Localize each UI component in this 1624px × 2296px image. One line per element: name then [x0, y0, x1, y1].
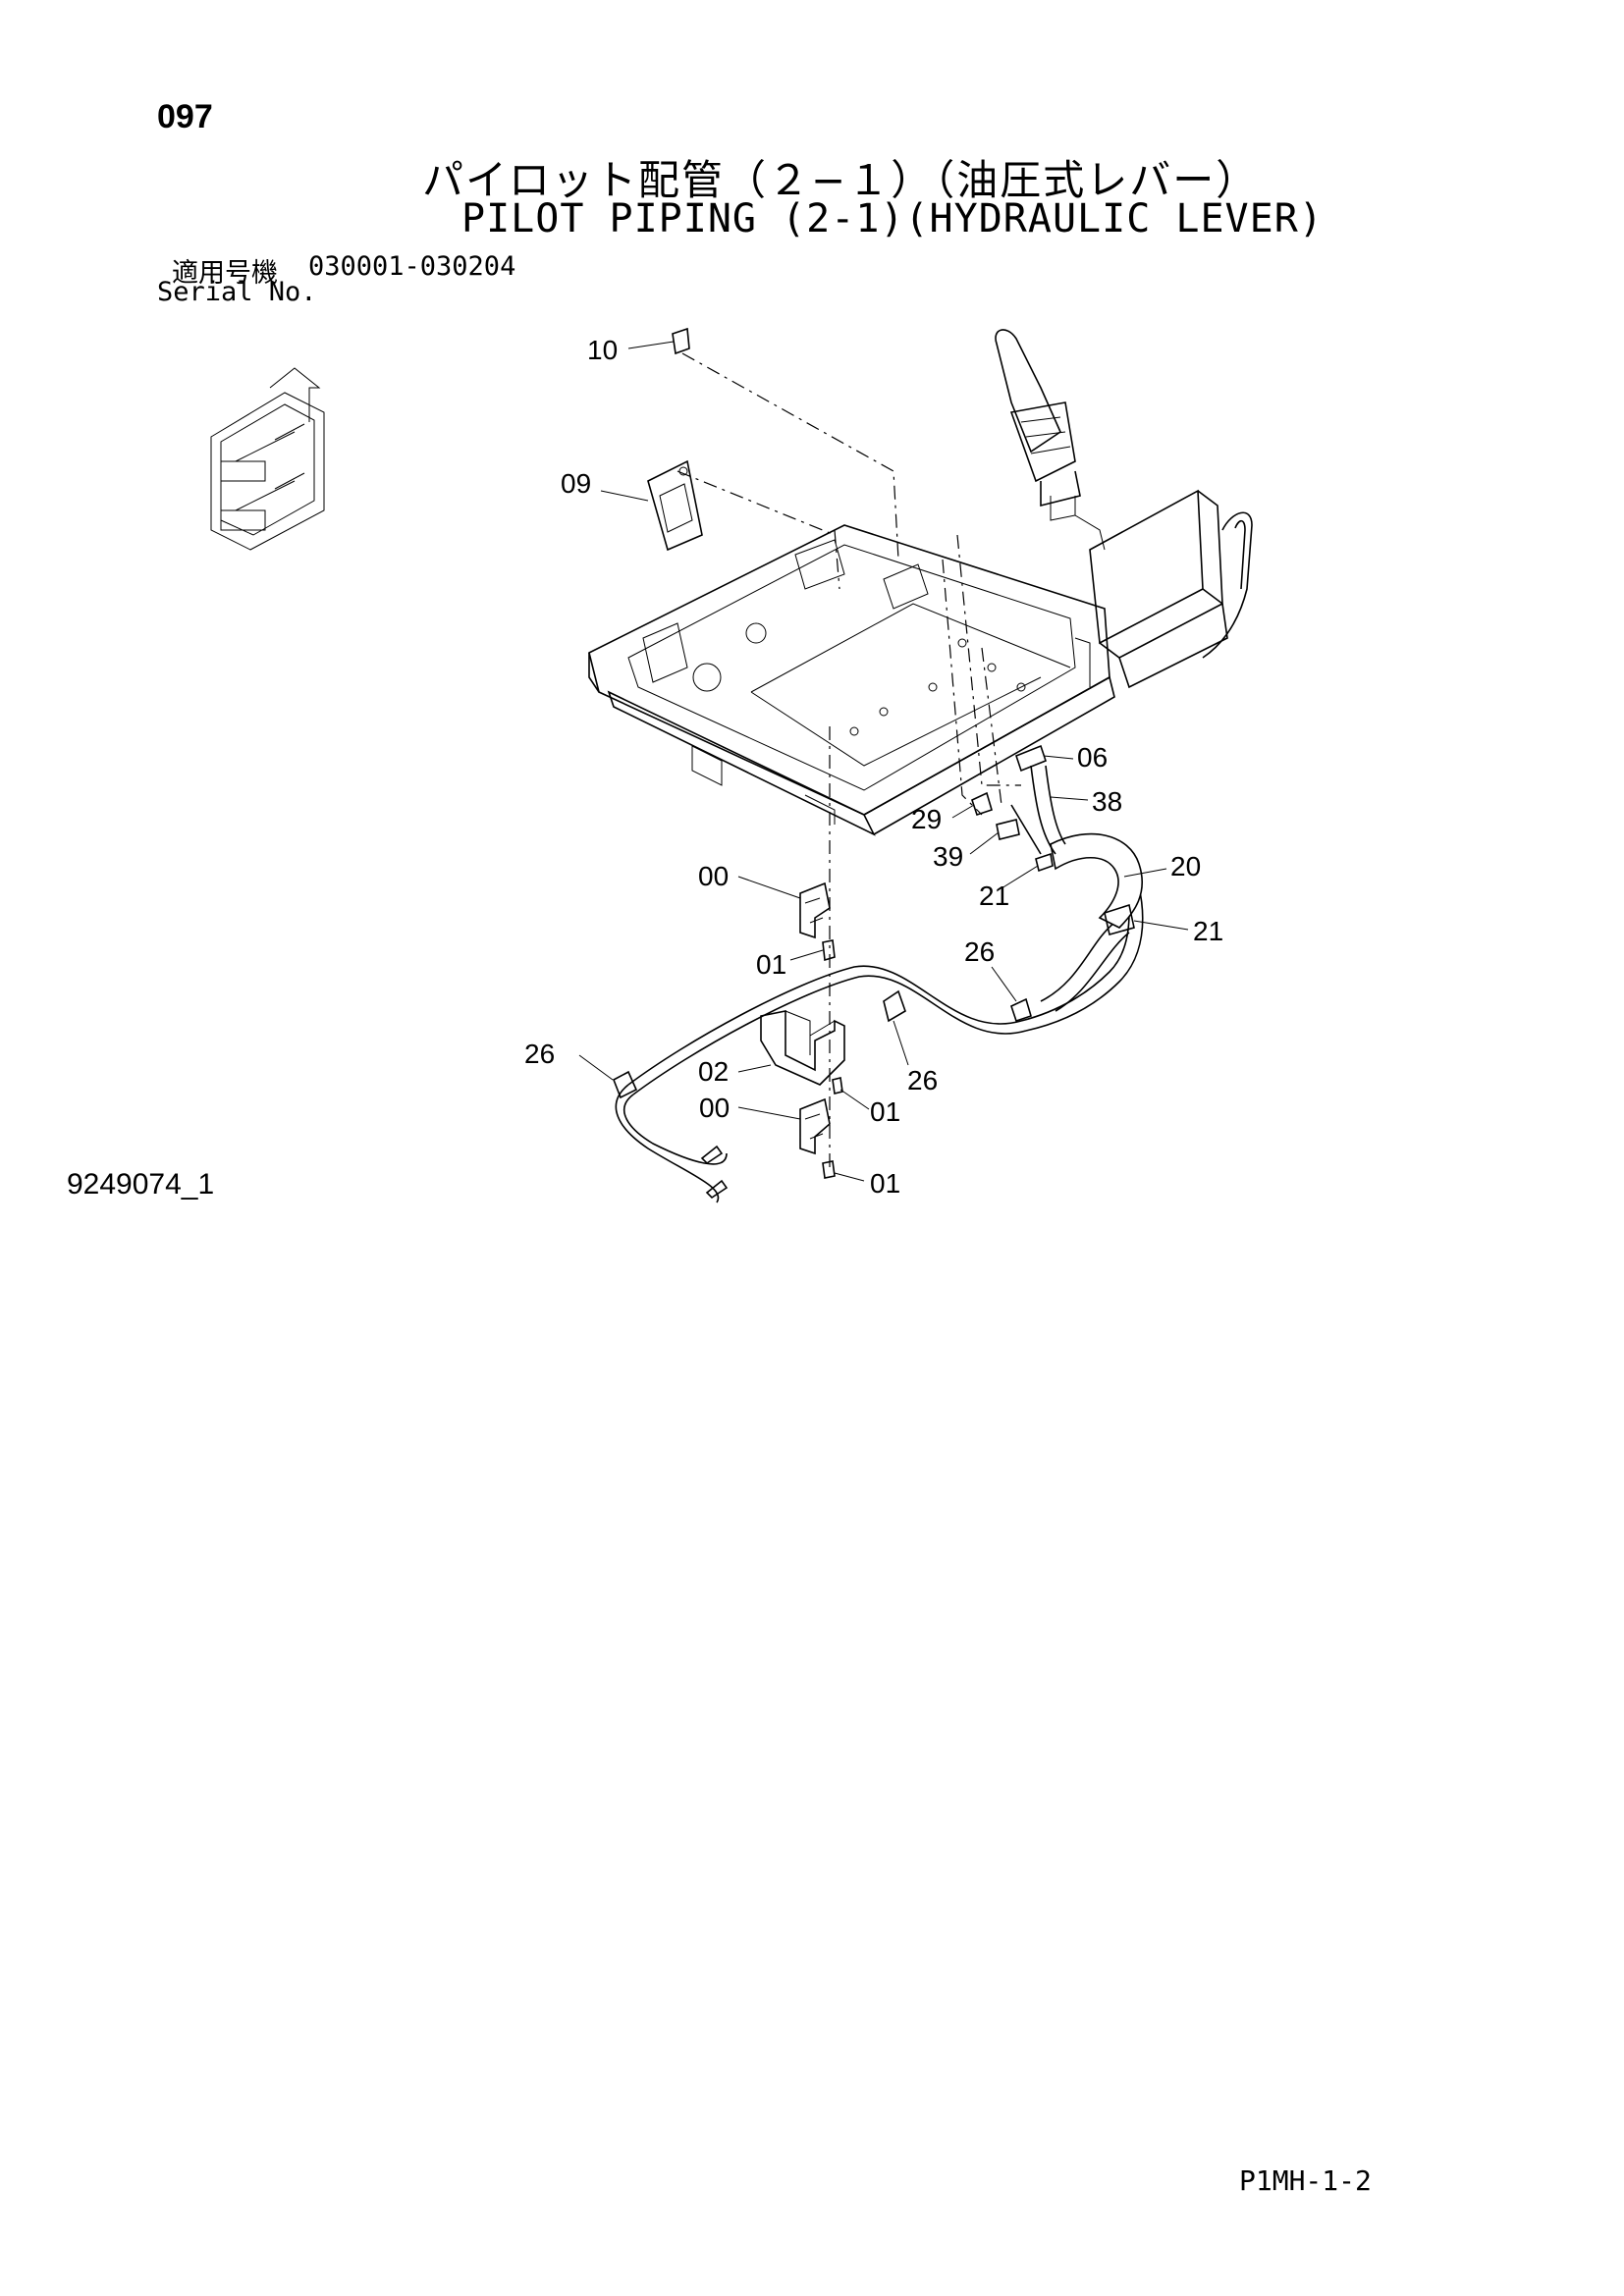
- page-number: 097: [157, 98, 213, 135]
- callout-09: 09: [561, 468, 591, 499]
- serial-range: 030001-030204: [308, 251, 516, 282]
- callout-29: 29: [911, 804, 942, 834]
- callout-01-middle: 01: [870, 1096, 900, 1127]
- leader-lines: [578, 341, 1189, 1182]
- serial-label-japanese: 適用号機: [172, 258, 278, 289]
- assembly-line: [981, 647, 1002, 806]
- fitting-39-drawing: [996, 819, 1020, 840]
- callout-00-lower: 00: [699, 1093, 730, 1123]
- serial-label-english: Serial No.: [157, 277, 317, 307]
- assembly-line: [677, 470, 836, 536]
- callout-39: 39: [933, 841, 963, 872]
- callout-26-right: 26: [964, 936, 995, 967]
- clips-26-drawing: [612, 989, 1032, 1099]
- assembly-line: [834, 529, 840, 590]
- floor-frame-drawing: [588, 524, 1115, 836]
- clamp-00-lower-drawing: [799, 1097, 831, 1155]
- plate-02-drawing: [760, 1010, 845, 1086]
- assembly-line: [942, 559, 983, 816]
- page-code: P1MH-1-2: [1239, 2164, 1372, 2197]
- callout-02: 02: [698, 1056, 729, 1087]
- fitting-29-drawing: [971, 791, 993, 817]
- lever-console-drawing: [995, 329, 1253, 689]
- callout-01-lower: 01: [870, 1168, 900, 1199]
- clamp-00-upper-drawing: [799, 881, 831, 939]
- callout-00-upper: 00: [698, 861, 729, 891]
- callout-26-middle: 26: [907, 1065, 938, 1095]
- callout-06: 06: [1077, 742, 1108, 773]
- callout-01-upper: 01: [756, 949, 786, 980]
- fitting-21-drawing: [1035, 852, 1135, 935]
- assembly-line: [956, 534, 1021, 786]
- callout-26-left: 26: [524, 1039, 555, 1069]
- callout-21-lower: 21: [1193, 916, 1223, 946]
- drawing-id: 9249074_1: [67, 1168, 215, 1201]
- bolt-10-drawing: [672, 327, 899, 561]
- callout-38: 38: [1092, 786, 1122, 817]
- fitting-06-drawing: [1015, 744, 1047, 773]
- callout-21-upper: 21: [979, 881, 1009, 911]
- bracket-09-drawing: [647, 459, 703, 552]
- page-title-japanese: パイロット配管（２−１）（油圧式レバー）: [422, 156, 1260, 204]
- callout-20: 20: [1170, 851, 1201, 881]
- bolts-01-drawing: [822, 939, 843, 1179]
- callout-10: 10: [587, 335, 618, 365]
- direction-arrows-icon: [210, 367, 325, 551]
- hose-routing-drawing: [615, 765, 1144, 1203]
- page-title-english: PILOT PIPING (2-1)(HYDRAULIC LEVER): [461, 196, 1324, 241]
